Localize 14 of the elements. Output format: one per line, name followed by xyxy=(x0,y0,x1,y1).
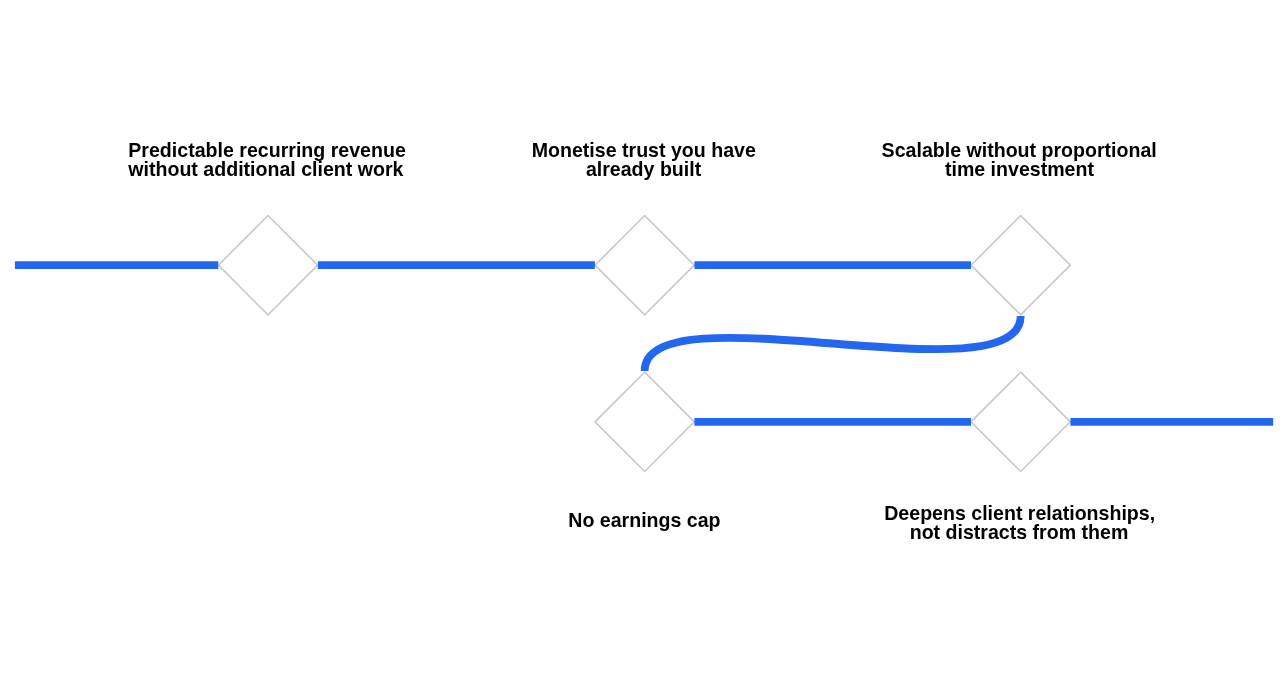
connector xyxy=(694,260,971,269)
node-diamond xyxy=(969,213,1072,316)
connector xyxy=(694,417,971,426)
node-label: No earnings cap xyxy=(568,508,721,531)
connector xyxy=(317,260,595,269)
node-label: Predictable recurring revenue without additional client work xyxy=(128,138,406,180)
connector xyxy=(641,314,1025,372)
node-diamond xyxy=(593,213,696,316)
node-diamond xyxy=(593,370,696,473)
node-diamond xyxy=(217,213,319,316)
node-label: Scalable without proportional time investment xyxy=(881,138,1157,180)
node-label: Monetise trust you have already built xyxy=(531,138,756,180)
node-diamond xyxy=(969,370,1072,473)
node-label: Deepens client relationships, not distracts from them xyxy=(884,501,1156,543)
